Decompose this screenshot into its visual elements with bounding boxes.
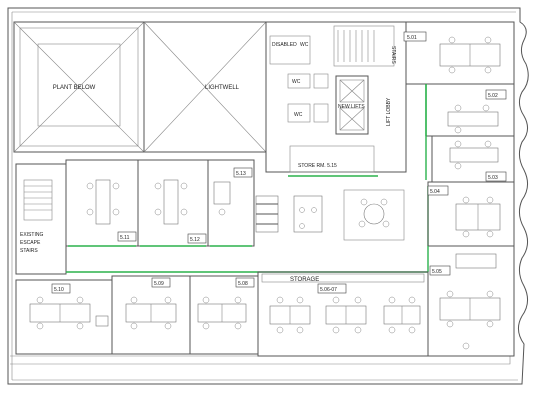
room-tag-5-03: 5.03 <box>488 175 498 181</box>
existing-escape-stairs: EXISTING ESCAPE STAIRS <box>15 163 67 275</box>
room-5-12: 5.12 <box>137 159 209 247</box>
escape-stairs-label-2: ESCAPE <box>20 240 41 246</box>
room-5-13: 5.13 <box>207 159 255 247</box>
room-tag-5-05: 5.05 <box>432 269 442 275</box>
room-5-04: 5.04 <box>427 181 515 247</box>
store-room-label: STORE RM. 5.15 <box>298 163 337 169</box>
room-tag-5-01: 5.01 <box>407 35 417 41</box>
room-5-05: 5.05 <box>427 245 515 357</box>
room-tag-5-08: 5.08 <box>238 281 248 287</box>
room-tag-5-06-07: 5.06-07 <box>320 287 337 293</box>
room-5-06-07: STORAGE 5.06-07 <box>257 271 429 357</box>
meeting-area <box>255 189 405 241</box>
lightwell-area: LIGHTWELL <box>143 21 267 153</box>
room-5-10: 5.10 <box>15 279 113 355</box>
lift-lobby-label: LIFT LOBBY <box>386 97 392 126</box>
room-tag-5-11: 5.11 <box>120 235 130 241</box>
wc-label-2: WC <box>294 112 303 118</box>
room-5-08: 5.08 <box>189 275 259 355</box>
room-5-09: 5.09 <box>111 275 191 355</box>
room-tag-5-02: 5.02 <box>488 93 498 99</box>
corridor-glazing <box>66 84 429 273</box>
room-tag-5-09: 5.09 <box>154 281 164 287</box>
new-lifts-label: NEW LIFTS <box>338 104 365 110</box>
disabled-wc-label-2: WC <box>300 42 309 48</box>
stairs-label: STAIRS <box>390 46 396 64</box>
core-area: DISABLED WC WC WC STAIRS NEW LIFT <box>265 21 407 177</box>
room-tag-5-12: 5.12 <box>190 237 200 243</box>
plant-below-area: PLANT BELOW <box>13 21 145 153</box>
room-5-01: 5.01 <box>403 21 515 85</box>
disabled-wc-label: DISABLED <box>272 42 297 48</box>
room-tag-5-13: 5.13 <box>236 171 246 177</box>
plant-below-label: PLANT BELOW <box>53 85 96 91</box>
room-tag-5-10: 5.10 <box>54 287 64 293</box>
stairs-top <box>333 25 395 67</box>
room-5-02: 5.02 <box>425 83 515 137</box>
escape-stairs-label-3: STAIRS <box>20 248 38 254</box>
escape-stairs-label-1: EXISTING <box>20 232 43 238</box>
new-lifts <box>335 75 369 135</box>
room-tag-5-04: 5.04 <box>430 189 440 195</box>
room-5-11: 5.11 <box>65 159 139 247</box>
room-5-03: 5.03 <box>431 135 515 183</box>
storage-label: STORAGE <box>290 277 319 283</box>
wc-label-1: WC <box>292 79 301 85</box>
lightwell-label: LIGHTWELL <box>205 85 240 91</box>
